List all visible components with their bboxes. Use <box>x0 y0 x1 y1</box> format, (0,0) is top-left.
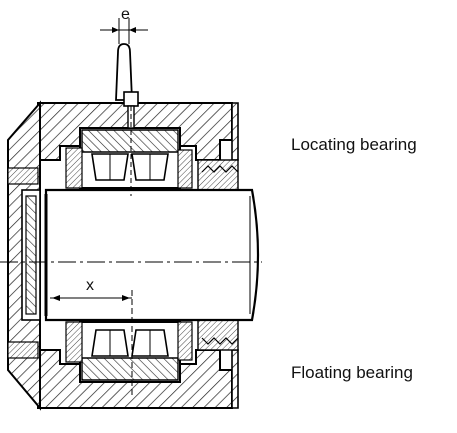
shaft <box>44 188 260 322</box>
dimension-x <box>50 290 133 395</box>
bearing-bottom <box>65 321 193 383</box>
right-seal <box>197 159 239 351</box>
dimension-x-label: x <box>86 277 94 294</box>
floating-bearing-label: Floating bearing <box>291 363 413 382</box>
bearing-top <box>65 127 193 189</box>
grease-nipple <box>115 43 139 196</box>
locating-bearing-label: Locating bearing <box>291 135 417 154</box>
left-end-cover <box>7 167 41 359</box>
dimension-e-label: e <box>121 6 130 23</box>
dimension-e <box>100 18 148 44</box>
